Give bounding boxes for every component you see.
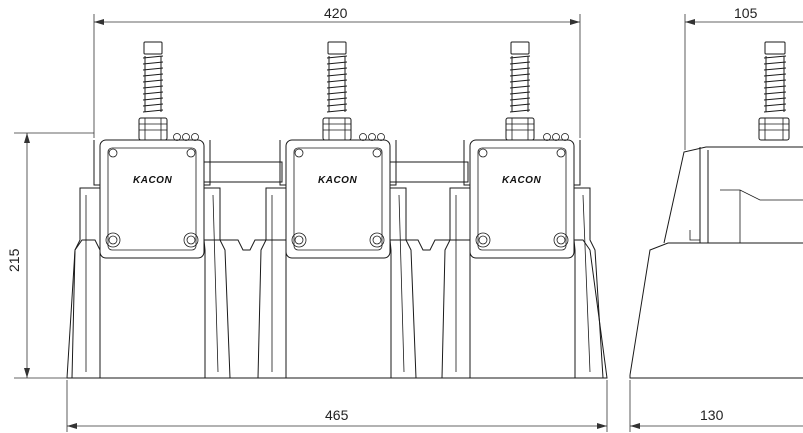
dim-front-bottom-width: 465 [325,407,349,423]
cable-gland [322,117,352,141]
dim-side-bottom-width: 130 [700,407,724,423]
cable-end [510,41,530,55]
side-view [629,41,803,379]
strain-relief-spring [326,55,348,113]
leg-right [384,187,417,379]
unit-3: KACON [441,41,604,379]
leg-right [198,187,231,379]
strain-relief-spring [509,55,531,113]
front-view: KACON KACON [66,41,608,379]
cable-gland [505,117,535,141]
strain-relief-spring [142,55,164,113]
dim-front-height: 215 [6,248,22,272]
front-base-outline [66,239,608,379]
brand-logo: KACON [133,175,172,186]
brand-logo: KACON [502,175,541,186]
leg-right [568,187,604,379]
connector-bar-2 [385,161,469,183]
side-dimensions: 105 130 [629,5,803,432]
unit-2: KACON [257,41,417,379]
cable-gland [138,117,168,141]
enclosure-body [469,139,575,259]
dim-front-top-width: 420 [324,5,348,21]
brand-logo: KACON [318,175,357,186]
side-cable-gland [758,117,790,141]
side-spring [763,55,787,113]
enclosure-body [99,139,205,259]
cable-end [143,41,163,55]
unit-1: KACON [71,41,231,379]
side-body [663,146,803,244]
side-base-outline [629,242,803,379]
front-dimensions: 420 215 465 [6,5,608,432]
connector-bar-1 [199,161,283,183]
enclosure-body [285,139,391,259]
side-cable-end [764,41,786,55]
dim-side-top-width: 105 [734,5,758,21]
cable-end [327,41,347,55]
